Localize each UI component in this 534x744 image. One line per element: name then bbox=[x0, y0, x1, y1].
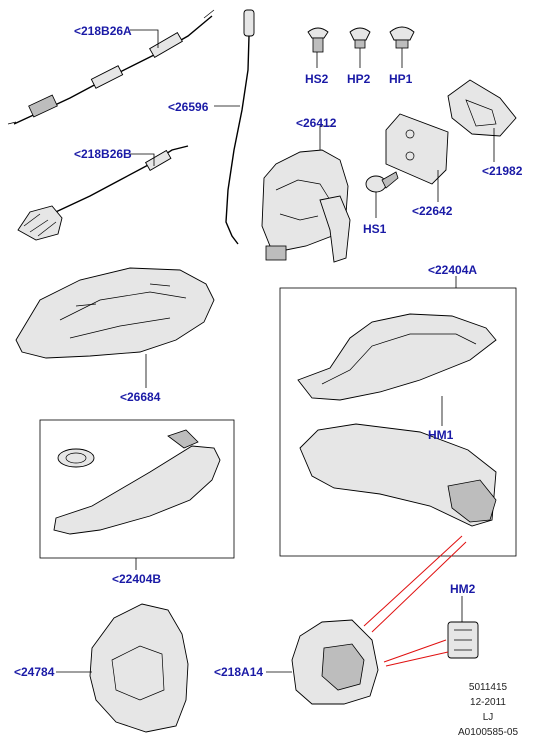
callout-26412: <26412 bbox=[296, 116, 337, 130]
footer-reference: A0100585-05 bbox=[457, 727, 519, 738]
cap-218a14 bbox=[291, 619, 379, 705]
callout-hs1: HS1 bbox=[363, 222, 387, 236]
callout-hs2: HS2 bbox=[305, 72, 329, 86]
exploded-view-links bbox=[363, 535, 467, 667]
callout-218b26a: <218B26A bbox=[74, 24, 132, 38]
part-hm2 bbox=[447, 621, 479, 659]
callout-hm2: HM2 bbox=[450, 582, 476, 596]
callout-22642: <22642 bbox=[412, 204, 453, 218]
callout-22404a: <22404A bbox=[428, 263, 478, 277]
plate-22642 bbox=[385, 113, 449, 185]
cable-218b26a bbox=[7, 9, 215, 125]
callout-218b26b: <218B26B bbox=[74, 147, 132, 161]
striker-21982 bbox=[447, 79, 517, 137]
callout-26684: <26684 bbox=[120, 390, 161, 404]
fasteners-top bbox=[307, 26, 415, 53]
callout-21982: <21982 bbox=[482, 164, 523, 178]
callout-hp1: HP1 bbox=[389, 72, 413, 86]
handle-22404a-assembly bbox=[279, 287, 517, 557]
pad-24784 bbox=[89, 603, 189, 733]
footer-date: 12-2011 bbox=[470, 697, 506, 708]
screw-hs1 bbox=[365, 171, 399, 193]
callout-26596: <26596 bbox=[168, 100, 209, 114]
bracket-26684 bbox=[15, 267, 215, 359]
callout-218a14: <218A14 bbox=[214, 665, 264, 679]
footer-code: 5011415 bbox=[468, 682, 508, 693]
rod-26596 bbox=[225, 9, 255, 245]
cable-218b26b bbox=[17, 145, 189, 241]
leader-lines bbox=[56, 29, 495, 673]
footer-initials: LJ bbox=[482, 712, 494, 723]
callout-hp2: HP2 bbox=[347, 72, 371, 86]
callout-22404b: <22404B bbox=[112, 572, 162, 586]
callout-24784: <24784 bbox=[14, 665, 55, 679]
latch-26412 bbox=[261, 149, 351, 263]
callout-hm1: HM1 bbox=[428, 428, 454, 442]
handle-22404b bbox=[39, 419, 235, 559]
